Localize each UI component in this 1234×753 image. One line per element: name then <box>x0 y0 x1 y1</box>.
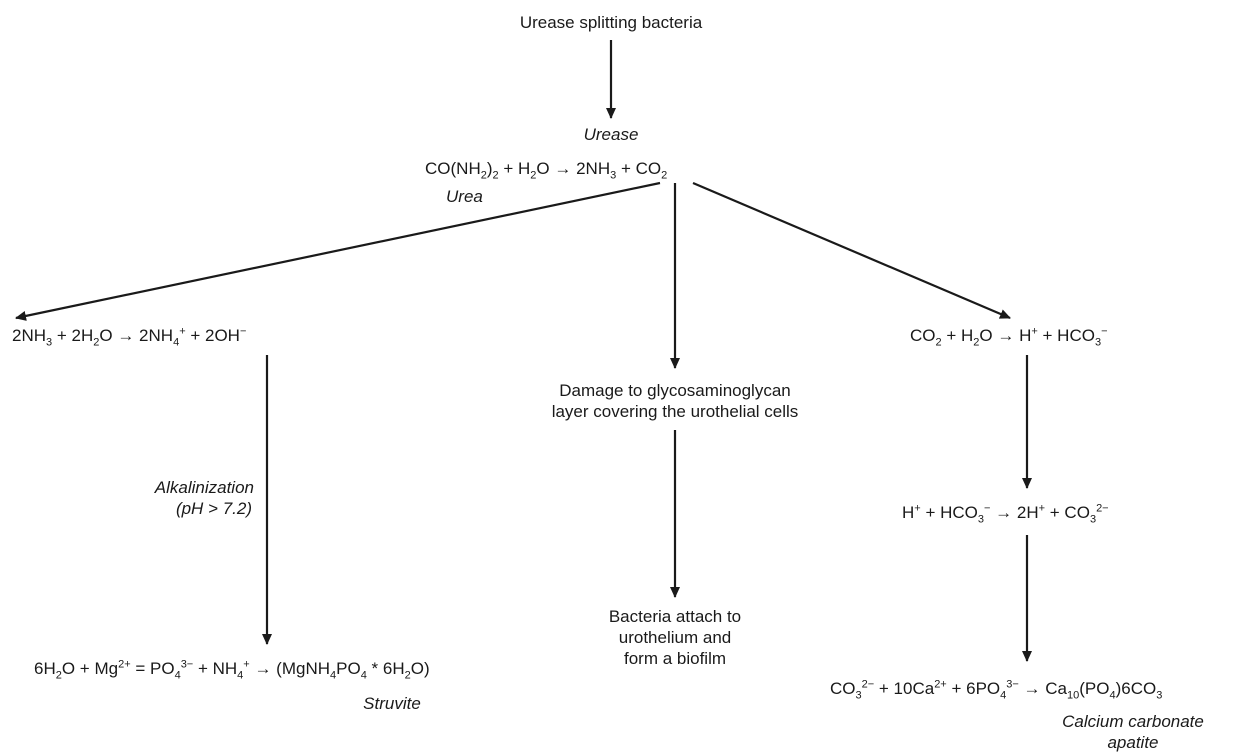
apatite-label: Calcium carbonate apatite <box>1062 712 1204 752</box>
arrow-to-carbonic <box>692 181 1011 320</box>
bicarbonate-dissociation-equation: H+ + HCO3− → 2H+ + CO32− <box>902 502 1109 526</box>
arrow-to-ammonia <box>15 181 661 321</box>
node-urease-bacteria: Urease splitting bacteria <box>519 13 703 32</box>
ph-label: (pH > 7.2) <box>175 499 252 518</box>
gag-damage-node: Damage to glycosaminoglycan layer coveri… <box>551 381 799 421</box>
struvite-label: Struvite <box>363 694 421 713</box>
urea-label: Urea <box>446 187 483 206</box>
enzyme-label: Urease <box>583 125 639 144</box>
ammonia-hydrolysis-equation: 2NH3 + 2H2O → 2NH4+ + 2OH− <box>12 325 247 349</box>
carbonic-acid-equation: CO2 + H2O → H+ + HCO3− <box>910 325 1108 349</box>
urea-hydrolysis-equation: CO(NH2)2 + H2O → 2NH3 + CO2 <box>425 159 668 182</box>
struvite-equation: 6H2O + Mg2+ = PO43− + NH4+ → (MgNH4PO4 *… <box>34 658 430 682</box>
apatite-equation: CO32− + 10Ca2+ + 6PO43− → Ca10(PO4)6CO3 <box>830 678 1163 702</box>
biofilm-node: Bacteria attach to urothelium and form a… <box>608 607 742 668</box>
alkalinization-label: Alkalinization <box>154 478 254 497</box>
